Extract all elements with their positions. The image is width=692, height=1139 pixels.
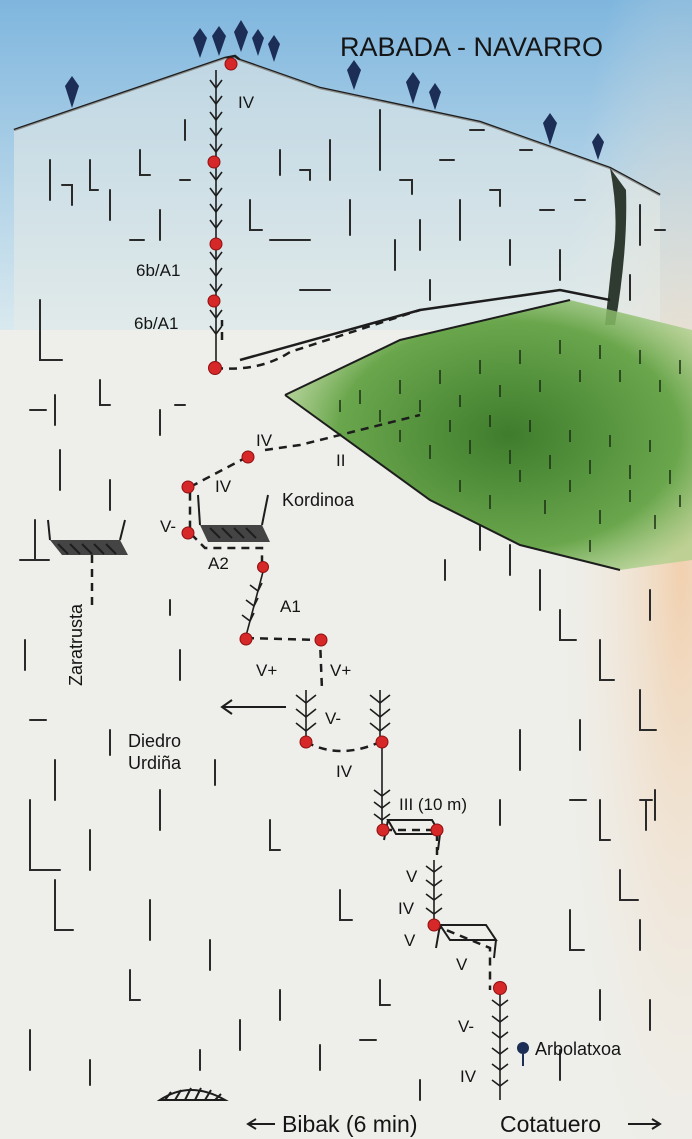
- belay-point: [241, 450, 255, 464]
- belay-point: [257, 561, 269, 573]
- belay-point: [181, 480, 195, 494]
- grade-label: A1: [280, 597, 301, 616]
- arrow-left-bibak: [246, 1118, 275, 1130]
- grade-label: IV: [238, 93, 255, 112]
- grade-label: IV: [256, 431, 273, 450]
- belay-point: [376, 823, 390, 837]
- grade-label: III (10 m): [399, 795, 467, 814]
- belay-point: [299, 735, 313, 749]
- grade-label: V-: [458, 1017, 474, 1036]
- overhang-kordinoa: [197, 494, 270, 542]
- grade-label: IV: [398, 899, 415, 918]
- grade-label: 6b/A1: [136, 261, 180, 280]
- label-diedro: Diedro: [128, 731, 181, 751]
- right-gully: [605, 168, 627, 325]
- footer-cotatuero: Cotatuero: [500, 1111, 601, 1137]
- belay-point: [493, 981, 507, 995]
- label-arbolatxoa: Arbolatxoa: [535, 1039, 622, 1059]
- grade-label: V-: [160, 517, 176, 536]
- overhang-zaratrusta: [47, 519, 128, 555]
- grade-label: IV: [336, 762, 353, 781]
- belay-point: [208, 361, 222, 375]
- grade-label: II: [336, 451, 345, 470]
- belay-point: [207, 155, 221, 169]
- grade-label: 6b/A1: [134, 314, 178, 333]
- page-title: RABADA - NAVARRO: [340, 32, 603, 62]
- label-urdina: Urdiña: [128, 753, 182, 773]
- arrow-right-cotatuero: [628, 1118, 662, 1130]
- belay-point: [209, 237, 223, 251]
- label-zaratrusta: Zaratrusta: [66, 603, 86, 686]
- label-kordinoa: Kordinoa: [282, 490, 355, 510]
- belay-point: [207, 294, 221, 308]
- grade-label: A2: [208, 554, 229, 573]
- belay-point: [181, 526, 195, 540]
- grade-labels: IV 6b/A1 6b/A1 IV II IV V- A2 A1 V+ V+ V…: [134, 93, 477, 1086]
- grade-label: V: [456, 955, 468, 974]
- arbolatxoa-tree-icon: [517, 1042, 529, 1066]
- pitch-zigzags: [209, 70, 509, 1100]
- forest-patch: [285, 300, 692, 570]
- route-lines: [90, 308, 492, 990]
- grade-label: V: [406, 867, 418, 886]
- grade-label: V+: [256, 661, 277, 680]
- forest-edge: [284, 299, 621, 571]
- grade-label: V+: [330, 661, 351, 680]
- belay-point: [239, 632, 253, 646]
- wall-cracks: [19, 109, 666, 1101]
- grade-label: V-: [325, 709, 341, 728]
- upper-wall-shade: [14, 58, 660, 330]
- belay-point: [375, 735, 389, 749]
- ledge-line: [239, 288, 611, 362]
- skyline-trees: [65, 20, 604, 160]
- belay-point: [314, 633, 328, 647]
- bivouac-hut: [156, 1087, 229, 1101]
- grade-label: IV: [460, 1067, 477, 1086]
- block-v: [435, 924, 498, 959]
- belay-point: [430, 823, 444, 837]
- arrow-to-diedro: [220, 699, 286, 715]
- forest-strokes: [339, 340, 681, 552]
- footer-bibak: Bibak (6 min): [282, 1111, 417, 1137]
- grade-label: IV: [215, 477, 232, 496]
- belay-point: [224, 57, 238, 71]
- grade-label: V: [404, 931, 416, 950]
- belay-point: [427, 918, 441, 932]
- belay-stations: [181, 57, 507, 995]
